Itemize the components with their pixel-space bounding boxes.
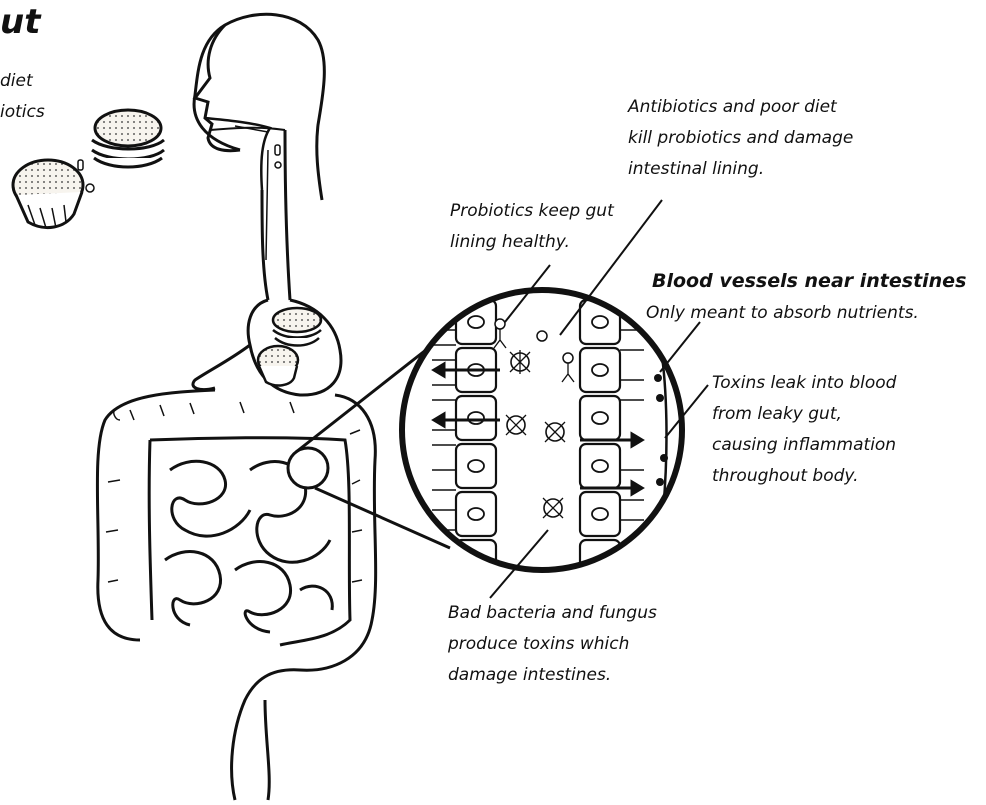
muffin-icon bbox=[13, 160, 83, 228]
toxins-label: Toxins leak into blood from leaky gut, c… bbox=[712, 368, 896, 492]
bad-bacteria-label: Bad bacteria and fungus produce toxins w… bbox=[448, 598, 657, 691]
burger-icon bbox=[92, 110, 164, 167]
muffin-in-stomach-icon bbox=[258, 346, 298, 385]
face-profile bbox=[195, 25, 240, 151]
blood-vessels-body: Only meant to absorb nutrients. bbox=[646, 298, 919, 329]
burger-in-stomach-icon bbox=[273, 308, 321, 346]
pill-icon bbox=[86, 184, 94, 192]
leader-blood-vessels bbox=[660, 322, 700, 372]
page-title: ut bbox=[0, 0, 40, 44]
left-fragment-label: diet iotics bbox=[0, 66, 45, 128]
zoom-target bbox=[288, 448, 328, 488]
blood-vessels-heading: Blood vessels near intestines bbox=[652, 268, 966, 294]
antibiotics-label: Antibiotics and poor diet kill probiotic… bbox=[628, 92, 853, 185]
probiotics-label: Probiotics keep gut lining healthy. bbox=[450, 196, 614, 258]
